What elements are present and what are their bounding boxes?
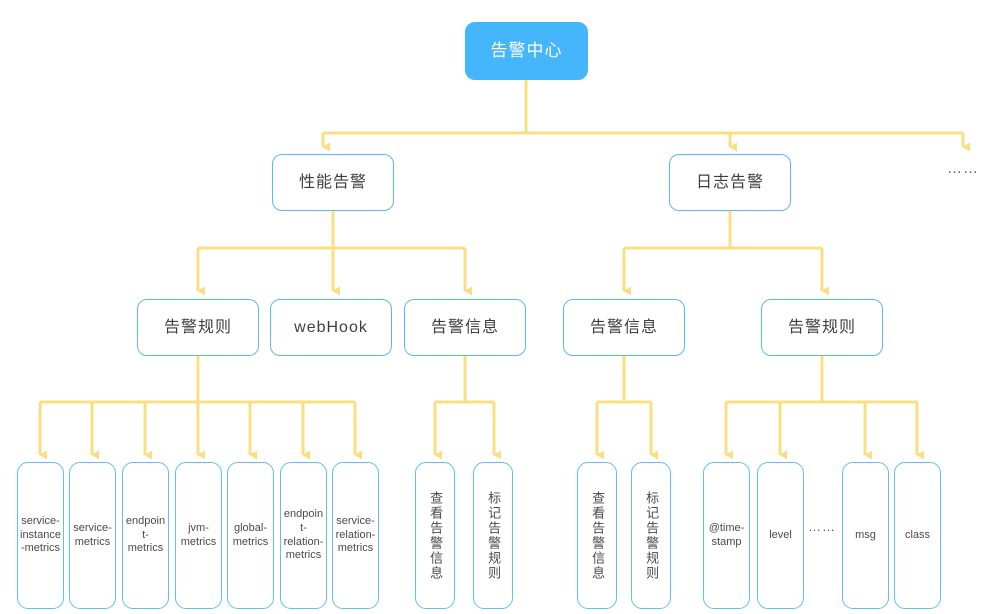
node-log-alarm[interactable]: 日志告警 [669, 154, 791, 211]
node-perf-alarm-rules[interactable]: 告警规则 [137, 299, 259, 356]
leaf-service-metrics[interactable]: service-metrics [69, 462, 116, 609]
leaf-endpoint-metrics[interactable]: endpoint-metrics [122, 462, 169, 609]
node-perf-webhook[interactable]: webHook [270, 299, 392, 356]
leaf-log-mark-alarm-rule[interactable]: 标记告警规则 [631, 462, 671, 609]
leaf-msg[interactable]: msg [842, 462, 889, 609]
node-alarm-center[interactable]: 告警中心 [465, 22, 588, 80]
ellipsis-level2: …… [947, 160, 979, 177]
node-log-alarm-info[interactable]: 告警信息 [563, 299, 685, 356]
ellipsis-log-fields: …… [808, 519, 836, 534]
leaf-perf-view-alarm-info[interactable]: 查看告警信息 [415, 462, 455, 609]
leaf-timestamp[interactable]: @time-stamp [703, 462, 750, 609]
node-perf-alarm-info[interactable]: 告警信息 [404, 299, 526, 356]
leaf-log-view-alarm-info[interactable]: 查看告警信息 [577, 462, 617, 609]
leaf-perf-mark-alarm-rule[interactable]: 标记告警规则 [473, 462, 513, 609]
node-performance-alarm[interactable]: 性能告警 [272, 154, 394, 211]
leaf-class[interactable]: class [894, 462, 941, 609]
leaf-service-relation-metrics[interactable]: service-relation-metrics [332, 462, 379, 609]
leaf-endpoint-relation-metrics[interactable]: endpoint-relation-metrics [280, 462, 327, 609]
leaf-jvm-metrics[interactable]: jvm-metrics [175, 462, 222, 609]
node-log-alarm-rules[interactable]: 告警规则 [761, 299, 883, 356]
leaf-service-instance-metrics[interactable]: service-instance-metrics [17, 462, 64, 609]
leaf-level[interactable]: level [757, 462, 804, 609]
leaf-global-metrics[interactable]: global-metrics [227, 462, 274, 609]
